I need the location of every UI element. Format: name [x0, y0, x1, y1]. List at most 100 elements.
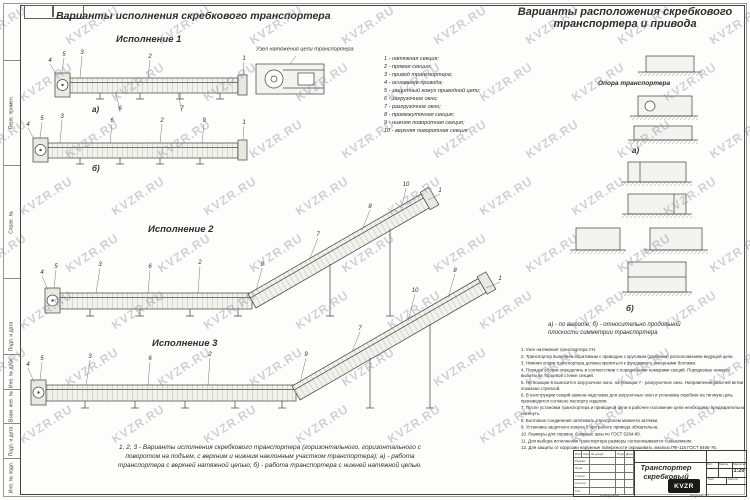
callout-leader — [147, 269, 151, 294]
callout-leader — [207, 357, 211, 386]
note-item: 5. На позиции 6 выносится загрузочное ок… — [521, 380, 744, 391]
title-block-cell — [616, 465, 625, 473]
execution-1-label: Исполнение 1 — [116, 34, 182, 45]
callout-leader — [177, 92, 183, 113]
callout-leader — [85, 359, 91, 386]
callout-leader — [147, 59, 151, 79]
callout-leader — [309, 237, 319, 259]
legend-item: 4 - основание привода; — [384, 80, 443, 86]
frame-divider — [4, 458, 20, 459]
callout-leader — [485, 281, 501, 289]
callout-number: 7 — [180, 106, 184, 112]
callout-number: 7 — [358, 326, 362, 332]
callout-leader — [242, 125, 245, 141]
note-item: 7. После установки транспортера и привод… — [521, 405, 745, 417]
callout-number: 6 — [148, 264, 152, 270]
bottom-caption: 1, 2, 3 - Варианты исполнения скребковог… — [118, 444, 422, 469]
callout-number: 10 — [412, 288, 419, 294]
callout-number: 8 — [453, 268, 457, 274]
callout-number: 9 — [260, 262, 264, 268]
callout-leader — [59, 119, 63, 144]
title-block-cell — [590, 458, 616, 466]
figure-execution-1a — [54, 72, 248, 100]
callout-leader — [49, 63, 57, 75]
right-caption: а) - по высоте; б) - относительно продол… — [548, 322, 681, 336]
lit-header: Лит. — [707, 463, 713, 466]
callout-number: 5 — [40, 116, 44, 122]
callout-number: 3 — [80, 50, 84, 56]
note-item: 8. Болтовые соединения затягивать с конт… — [521, 417, 659, 423]
title-block-divider — [706, 451, 707, 496]
sheet-inner-frame — [20, 5, 745, 495]
title-block-cell — [590, 487, 616, 495]
callout-leader — [61, 57, 65, 74]
right-variant-a-label: а) — [632, 146, 640, 155]
note-item: 12. Для защиты от коррозии наружные пове… — [521, 445, 718, 451]
note-item: 11. Для выбора исполнения транспортера р… — [521, 438, 693, 444]
callout-number: 2 — [159, 118, 164, 124]
callout-leader — [201, 123, 205, 144]
corner-stamp-cell — [24, 5, 84, 19]
title-block-divider — [718, 462, 719, 477]
callout-leader — [351, 331, 361, 353]
title-block-divider — [634, 462, 746, 463]
callout-leader — [109, 123, 113, 144]
title-block-cell — [590, 480, 616, 488]
title-block-cell: Т.контр. — [574, 472, 590, 481]
callout-number: 2 — [147, 54, 152, 60]
callout-number: 9 — [202, 118, 206, 124]
figure-support-variants — [570, 55, 708, 296]
callout-leader — [299, 357, 307, 384]
callout-number: 4 — [48, 58, 52, 64]
mass-header: Масса — [719, 463, 728, 466]
callout-number: 9 — [304, 352, 308, 358]
callout-leader — [115, 92, 121, 113]
right-title: Варианты расположения скребкового трансп… — [517, 6, 733, 30]
variant-b-label: б) — [92, 164, 100, 173]
title-block-cell — [590, 472, 616, 481]
callout-number: 1 — [438, 188, 441, 194]
title-block-cell — [616, 480, 625, 488]
format-footnote: Формат А1 — [690, 494, 710, 498]
callout-leader — [41, 275, 49, 291]
callout-number: 3 — [88, 354, 92, 360]
title-block-cell — [625, 472, 634, 481]
figure-tension-unit-detail — [255, 55, 325, 95]
frame-divider — [4, 389, 20, 390]
title-block-cell — [590, 465, 616, 473]
title-block-divider — [732, 462, 733, 477]
tension-unit-label: Узел натяжения цепи транспортера — [256, 46, 354, 52]
callout-leader — [147, 361, 151, 386]
legend-item: 5 - защитный кожух приводной цепи; — [384, 88, 481, 94]
callout-number: 1 — [498, 276, 501, 282]
title-block-cell: Н.контр. — [574, 480, 590, 488]
frame-divider — [4, 278, 20, 279]
callout-leader — [53, 269, 57, 289]
callout-leader — [39, 361, 43, 381]
execution-2-label: Исполнение 2 — [148, 224, 214, 235]
title-block-divider — [634, 451, 635, 496]
document-name: Транспортер скребковый — [640, 463, 692, 481]
callout-number: 5 — [40, 356, 44, 362]
figure-execution-2 — [44, 186, 440, 317]
notes-list: 1. Узел натяжения транспортера УН.2. Тра… — [521, 347, 745, 451]
frame-divider — [4, 165, 20, 166]
title-block-cell: Дата — [625, 451, 634, 458]
note-item: 4. Порядок сборки определять в соответст… — [521, 367, 729, 379]
note-item: 3. Нижняя опора транспортера должна креп… — [521, 360, 697, 366]
title-block-cell: Утв. — [574, 487, 590, 495]
title-block-cell: Изм. — [574, 451, 582, 458]
legend-item: 10 - верхняя поворотная секция — [384, 128, 468, 134]
title-block-divider — [726, 477, 727, 484]
support-label: Опора транспортера — [598, 80, 671, 87]
scale-value: 1:20 — [733, 468, 745, 474]
callout-leader — [361, 209, 371, 231]
callout-number: 3 — [60, 114, 64, 120]
legend-item: 2 - прямая секция; — [384, 64, 432, 70]
callout-leader — [255, 267, 263, 292]
frame-divider — [4, 354, 20, 355]
